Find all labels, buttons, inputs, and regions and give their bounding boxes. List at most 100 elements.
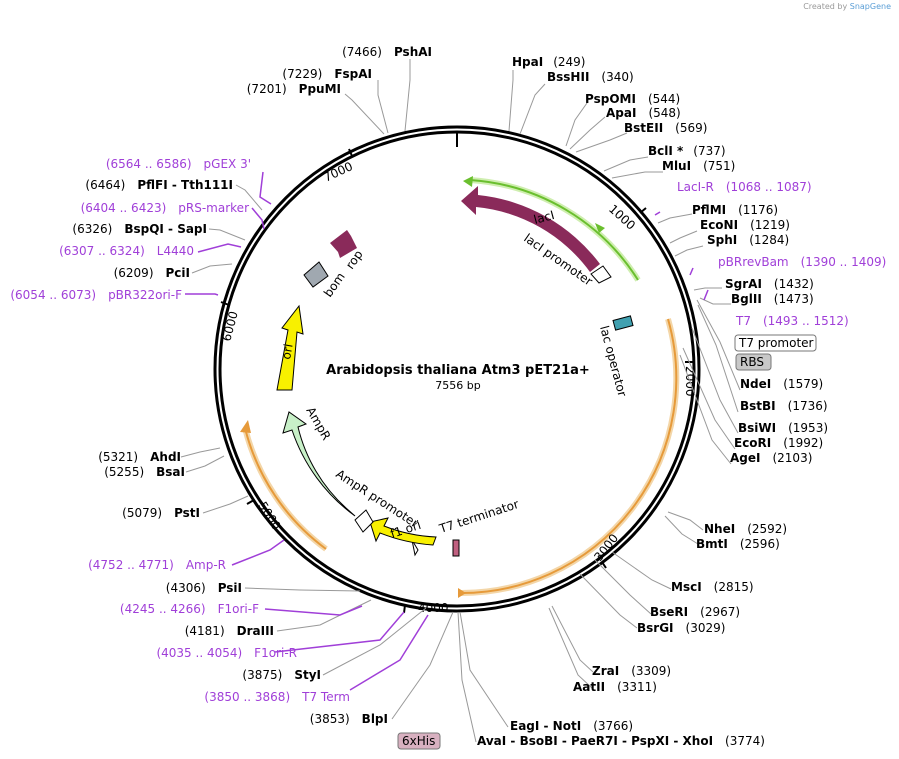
site-pos: (548)	[648, 106, 680, 120]
svg-text:EagI - NotI(3766): EagI - NotI (3766)	[510, 719, 633, 733]
orf-arc-lacz	[457, 318, 680, 597]
feature-laci-promoter	[590, 265, 612, 284]
site-name: StyI	[294, 668, 321, 682]
svg-text:SgrAI(1432): SgrAI(1432)	[725, 277, 814, 291]
svg-text:EcoRI(1992): EcoRI(1992)	[734, 436, 823, 450]
site-name: PflFI - Tth111I	[137, 178, 233, 192]
site-pos: (751)	[703, 159, 735, 173]
svg-text:T7(1493 .. 1512): T7(1493 .. 1512)	[735, 314, 849, 328]
primer-marks	[185, 171, 709, 691]
svg-text:(3875)StyI: (3875) StyI	[242, 668, 321, 682]
svg-text:SphI(1284): SphI(1284)	[707, 233, 789, 247]
svg-text:(6326)BspQI - SapI: (6326)BspQI - SapI	[72, 222, 207, 236]
primer-pos: (6307 .. 6324)	[59, 244, 145, 258]
rbs-label: RBS	[740, 355, 764, 369]
credit-prefix: Created by	[803, 2, 848, 11]
t7-promoter-box	[734, 334, 817, 352]
svg-text:(4245 .. 4266)F1ori-F: (4245 .. 4266)F1ori-F	[120, 602, 259, 616]
svg-text:(6209)PciI: (6209) PciI	[114, 266, 190, 280]
svg-text:BmtI(2596): BmtI(2596)	[696, 537, 780, 551]
site-pos: (544)	[648, 92, 680, 106]
svg-text:(6307 .. 6324)L4440: (6307 .. 6324) L4440	[59, 244, 194, 258]
site-name: NdeI	[740, 377, 771, 391]
feature-f1-ori	[369, 517, 437, 546]
svg-text:ZraI(3309): ZraI (3309)	[592, 664, 671, 678]
svg-text:MscI(2815): MscI (2815)	[671, 580, 754, 594]
his-tag-label: 6xHis	[402, 734, 435, 748]
site-pos: (1992)	[783, 436, 823, 450]
site-pos: (1176)	[738, 203, 778, 217]
site-name: PsiI	[218, 581, 242, 595]
site-name: PciI	[166, 266, 191, 280]
svg-text:(4181)DraIII: (4181)DraIII	[185, 624, 274, 638]
feature-label-t7-terminator: T7 terminator	[437, 497, 521, 536]
svg-text:PflMI(1176): PflMI(1176)	[692, 203, 778, 217]
feature-laci	[461, 186, 600, 272]
primer-name: pRS-marker	[178, 201, 249, 215]
rbs-box	[735, 353, 772, 371]
site-name: PpuMI	[299, 82, 341, 96]
site-name: BssHII	[547, 70, 589, 84]
svg-text:BstBI(1736): BstBI(1736)	[740, 399, 828, 413]
site-pos: (6209)	[114, 266, 154, 280]
svg-text:BsrGI(3029): BsrGI(3029)	[637, 621, 725, 635]
map-length: 7556 bp	[435, 379, 480, 392]
site-pos: (3766)	[593, 719, 633, 733]
svg-text:(5079)PstI: (5079)PstI	[122, 506, 200, 520]
site-pos: (7229)	[282, 67, 322, 81]
orf-arc-laci-head	[463, 176, 473, 187]
scale-tick	[348, 148, 353, 157]
site-name: EcoNI	[700, 218, 738, 232]
primer-pos: (6054 .. 6073)	[10, 288, 96, 302]
site-pos: (4306)	[166, 581, 206, 595]
svg-text:AvaI - BsoBI - PaeR7I - Psp: AvaI - BsoBI - PaeR7I - PspXI - XhoI(377…	[477, 734, 765, 748]
map-title: Arabidopsis thaliana Atm3 pET21a+	[326, 363, 590, 378]
site-pos: (7201)	[247, 82, 287, 96]
site-name: MscI	[671, 580, 702, 594]
primer-name: L4440	[157, 244, 194, 258]
site-pos: (3311)	[617, 680, 657, 694]
svg-text:BssHII(340): BssHII (340)	[547, 70, 634, 84]
site-pos: (3875)	[242, 668, 282, 682]
site-pos: (5321)	[98, 450, 138, 464]
primer-name: pBRrevBam	[718, 255, 789, 269]
site-pos: (2103)	[772, 451, 812, 465]
site-name: AgeI	[730, 451, 760, 465]
site-name: PspOMI	[585, 92, 636, 106]
site-name: BspQI - SapI	[124, 222, 207, 236]
site-name: BsaI	[156, 465, 185, 479]
backbone	[213, 125, 701, 613]
site-pos: (4181)	[185, 624, 225, 638]
primer-name: F1ori-R	[254, 646, 297, 660]
site-name: ZraI	[592, 664, 619, 678]
site-name: HpaI	[512, 55, 543, 69]
svg-text:BstEII(569): BstEII(569)	[624, 121, 707, 135]
primer-name: pGEX 3'	[204, 157, 251, 171]
primer-pos: (1068 .. 1087)	[726, 180, 812, 194]
feature-lac-operator	[612, 315, 634, 331]
primer-name: Amp-R	[186, 558, 226, 572]
site-name: AvaI - BsoBI - PaeR7I - PspXI - XhoI	[477, 734, 713, 748]
site-pos: (3309)	[631, 664, 671, 678]
site-pos: (2815)	[714, 580, 754, 594]
site-name: EagI - NotI	[510, 719, 581, 733]
site-pos: (340)	[601, 70, 633, 84]
primer-pos: (4752 .. 4771)	[88, 558, 174, 572]
svg-text:(7201)PpuMI: (7201) PpuMI	[247, 82, 341, 96]
site-pos: (3029)	[686, 621, 726, 635]
svg-text:(3853)BlpI: (3853)BlpI	[310, 712, 388, 726]
site-name: BstBI	[740, 399, 776, 413]
feature-ampr	[282, 411, 356, 517]
svg-text:ApaI(548): ApaI(548)	[606, 106, 681, 120]
scale-tick	[601, 561, 607, 569]
site-name: PshAI	[394, 45, 432, 59]
feature-label-laci: lacI	[532, 208, 556, 227]
site-pos: (1284)	[749, 233, 789, 247]
snapgene-logo: SnapGene	[849, 2, 891, 11]
primer-pos: (4245 .. 4266)	[120, 602, 206, 616]
feature-label-ampr: AmpR	[303, 405, 333, 443]
svg-text:NheI(2592): NheI(2592)	[704, 522, 787, 536]
boxed-labels: T7 promoter RBS 6xHis	[397, 334, 817, 750]
svg-text:(4306)PsiI: (4306) PsiI	[166, 581, 242, 595]
feature-label-lac-operator: lac operator	[597, 324, 629, 398]
